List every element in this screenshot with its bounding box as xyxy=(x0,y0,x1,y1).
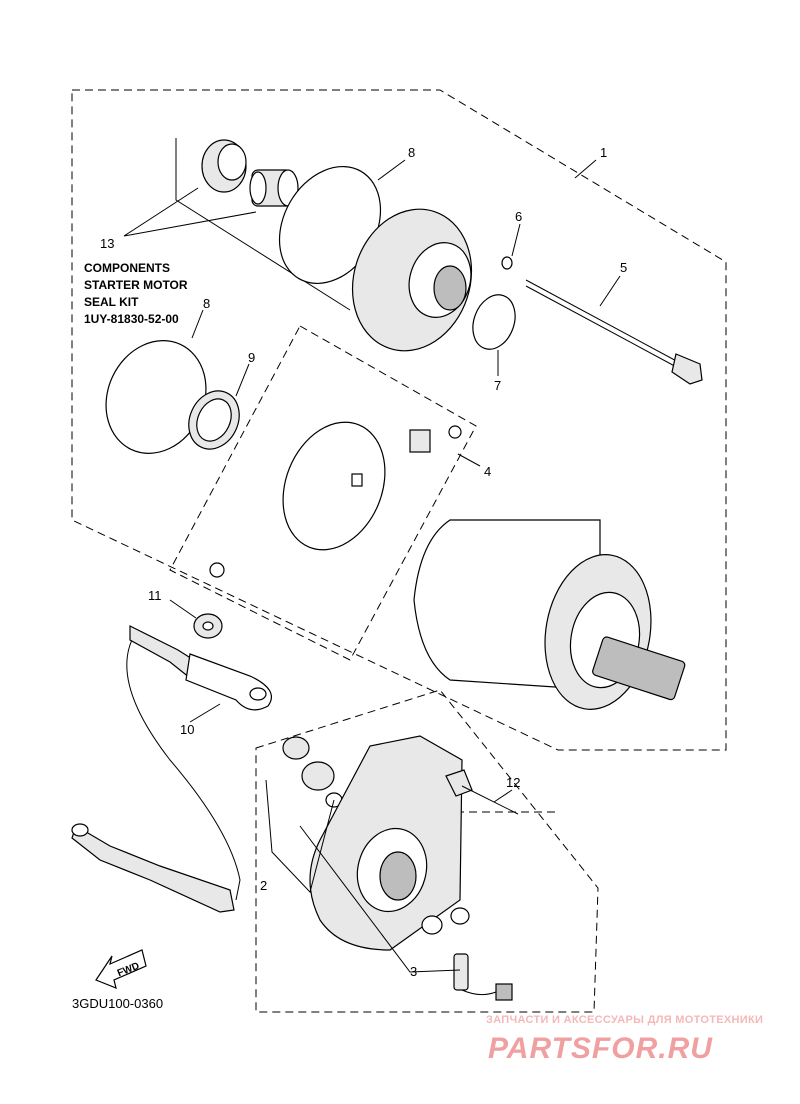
terminal-3 xyxy=(453,953,513,1001)
callout-7: 7 xyxy=(494,378,501,393)
armature-yoke xyxy=(413,519,686,710)
brush xyxy=(409,429,431,453)
kit-note-line-4: 1UY-81830-52-00 xyxy=(84,312,179,326)
front-cover xyxy=(309,735,470,951)
callout-1: 1 xyxy=(600,145,607,160)
callout-9: 9 xyxy=(248,350,255,365)
callout-8-upper: 8 xyxy=(408,145,415,160)
leader-13 xyxy=(123,187,257,237)
lead-wire-lower-boot xyxy=(71,823,235,913)
leader-12 xyxy=(493,789,513,803)
fwd-arrow-icon: FWD xyxy=(95,949,147,989)
leader-9 xyxy=(235,363,250,397)
callout-4: 4 xyxy=(484,464,491,479)
callout-8-lower: 8 xyxy=(203,296,210,311)
callout-10: 10 xyxy=(180,722,194,737)
oil-seal xyxy=(201,139,247,193)
o-ring-7 xyxy=(472,294,516,350)
callout-3: 3 xyxy=(410,964,417,979)
rear-cover xyxy=(351,208,473,352)
brush-spring-upper xyxy=(448,425,462,439)
kit-note-line-3: SEAL KIT xyxy=(84,295,139,309)
leader-2 xyxy=(265,779,335,893)
leader-5 xyxy=(599,275,621,307)
assembly-boundary-1 xyxy=(71,89,727,751)
callout-12: 12 xyxy=(506,775,520,790)
callout-13: 13 xyxy=(100,236,114,251)
washer-9 xyxy=(188,390,240,450)
callout-5: 5 xyxy=(620,260,627,275)
lead-wire-10 xyxy=(126,625,272,901)
leader-4 xyxy=(457,453,481,467)
assembly-boundary-4 xyxy=(169,325,477,661)
figure-code: 3GDU100-0360 xyxy=(72,996,163,1011)
watermark-tagline: ЗАПЧАСТИ И АКСЕССУАРЫ ДЛЯ МОТОТЕХНИКИ xyxy=(486,1014,763,1026)
leader-6 xyxy=(511,223,521,257)
brush-plate xyxy=(282,421,386,551)
nut-11 xyxy=(193,613,223,639)
kit-note-line-1: COMPONENTS xyxy=(84,261,170,275)
leader-8b xyxy=(191,309,204,339)
leader-8a xyxy=(377,159,406,181)
through-bolt-5 xyxy=(525,279,703,385)
seal-2-a xyxy=(282,736,310,760)
seal-2-b xyxy=(301,761,335,791)
watermark-brand: PARTSFOR.RU xyxy=(488,1032,713,1065)
leader-10 xyxy=(189,703,221,723)
assembly-boundary-front-cover xyxy=(255,689,599,1013)
kit-note-line-2: STARTER MOTOR xyxy=(84,278,188,292)
callout-2: 2 xyxy=(260,878,267,893)
callout-11: 11 xyxy=(148,588,162,603)
leader-11 xyxy=(169,599,197,619)
leader-1 xyxy=(574,159,597,179)
o-ring-6 xyxy=(501,256,513,270)
bolt-12 xyxy=(445,769,519,815)
callout-6: 6 xyxy=(515,209,522,224)
brush-spring-lower xyxy=(209,562,225,578)
leader-3 xyxy=(299,825,461,973)
